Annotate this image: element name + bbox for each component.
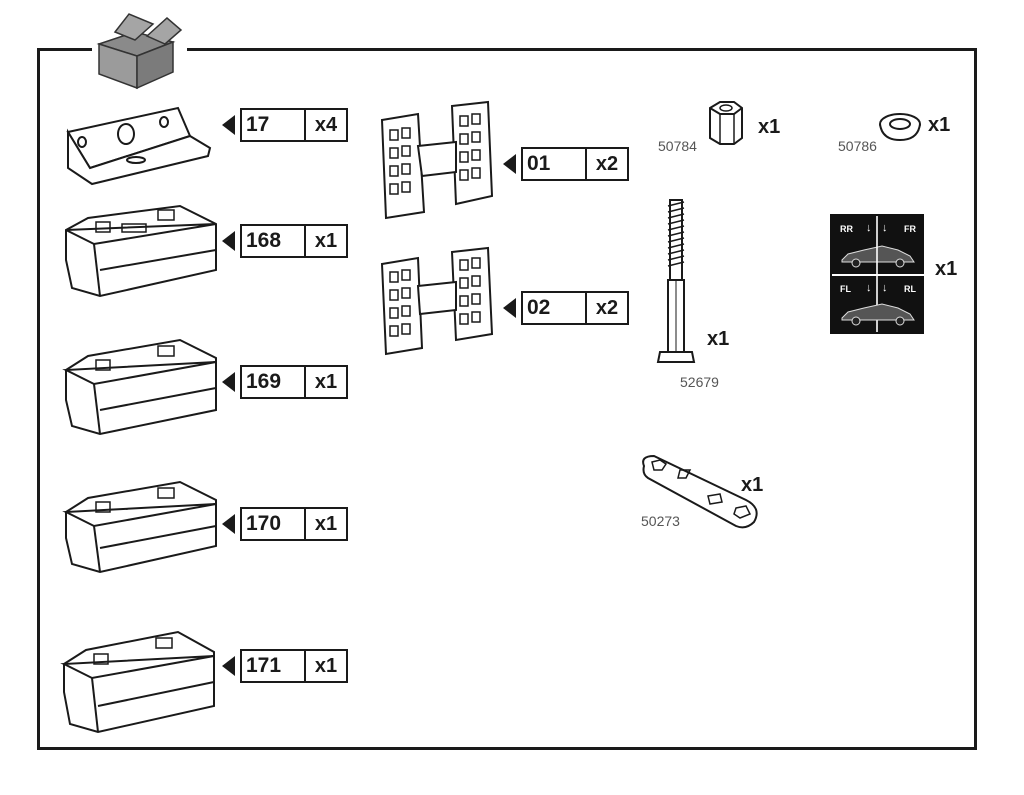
part-number-50786: 50786: [838, 138, 877, 154]
part-tag-168: 168 x1: [222, 223, 348, 259]
part-qty: x1: [314, 230, 338, 252]
part-tag-171: 171 x1: [222, 648, 348, 684]
part-code: 169: [242, 367, 306, 397]
hex-nut-drawing: [709, 101, 743, 145]
pointer-arrow-icon: [222, 514, 235, 534]
sticker-label-rl: RL: [904, 284, 916, 294]
spacer-02-drawing: [380, 246, 494, 356]
sticker-label-rr: RR: [840, 224, 853, 234]
down-arrow-icon: ↓: [866, 222, 872, 234]
wrench-drawing: [642, 454, 758, 529]
part-number-52679: 52679: [680, 374, 719, 390]
part-code: 02: [523, 293, 587, 323]
part-qty: x2: [595, 153, 619, 175]
part-qty: x1: [314, 655, 338, 677]
part-tag-01: 01 x2: [503, 146, 629, 182]
pointer-arrow-icon: [503, 298, 516, 318]
bolt-drawing: [656, 199, 696, 363]
part-code: 170: [242, 509, 306, 539]
package-box-icon: [96, 13, 183, 90]
qty-sticker: x1: [935, 258, 958, 280]
car-icon: [841, 245, 915, 268]
qty-50786: x1: [928, 114, 951, 136]
pad-170-drawing: [62, 480, 217, 574]
pointer-arrow-icon: [222, 656, 235, 676]
part-qty: x2: [595, 297, 619, 319]
pointer-arrow-icon: [503, 154, 516, 174]
part-qty: x4: [314, 114, 338, 136]
part-tag-170: 170 x1: [222, 506, 348, 542]
pointer-arrow-icon: [222, 115, 235, 135]
pad-171-drawing: [60, 630, 215, 734]
down-arrow-icon: ↓: [866, 282, 872, 294]
qty-50784: x1: [758, 116, 781, 138]
part-tag-02: 02 x2: [503, 290, 629, 326]
part-tag-17: 17 x4: [222, 107, 348, 143]
down-arrow-icon: ↓: [882, 222, 888, 234]
pad-169-drawing: [62, 338, 217, 436]
part-code: 168: [242, 226, 306, 256]
pad-168-drawing: [65, 204, 217, 298]
car-icon: [841, 303, 915, 326]
position-sticker: RR FR ↓ ↓ FL RL ↓ ↓: [830, 214, 924, 334]
part-qty: x1: [314, 371, 338, 393]
down-arrow-icon: ↓: [882, 282, 888, 294]
kit-contents-frame: [37, 48, 977, 750]
washer-drawing: [879, 113, 921, 142]
part-code: 171: [242, 651, 306, 681]
part-code: 01: [523, 149, 587, 179]
part-tag-169: 169 x1: [222, 364, 348, 400]
pointer-arrow-icon: [222, 231, 235, 251]
sticker-label-fr: FR: [904, 224, 916, 234]
pointer-arrow-icon: [222, 372, 235, 392]
qty-52679: x1: [707, 328, 730, 350]
part-number-50784: 50784: [658, 138, 697, 154]
part-number-50273: 50273: [641, 513, 680, 529]
part-code: 17: [242, 110, 306, 140]
sticker-label-fl: FL: [840, 284, 851, 294]
part-qty: x1: [314, 513, 338, 535]
spacer-01-drawing: [380, 100, 494, 220]
bracket-17-drawing: [66, 106, 212, 186]
qty-50273: x1: [741, 474, 764, 496]
